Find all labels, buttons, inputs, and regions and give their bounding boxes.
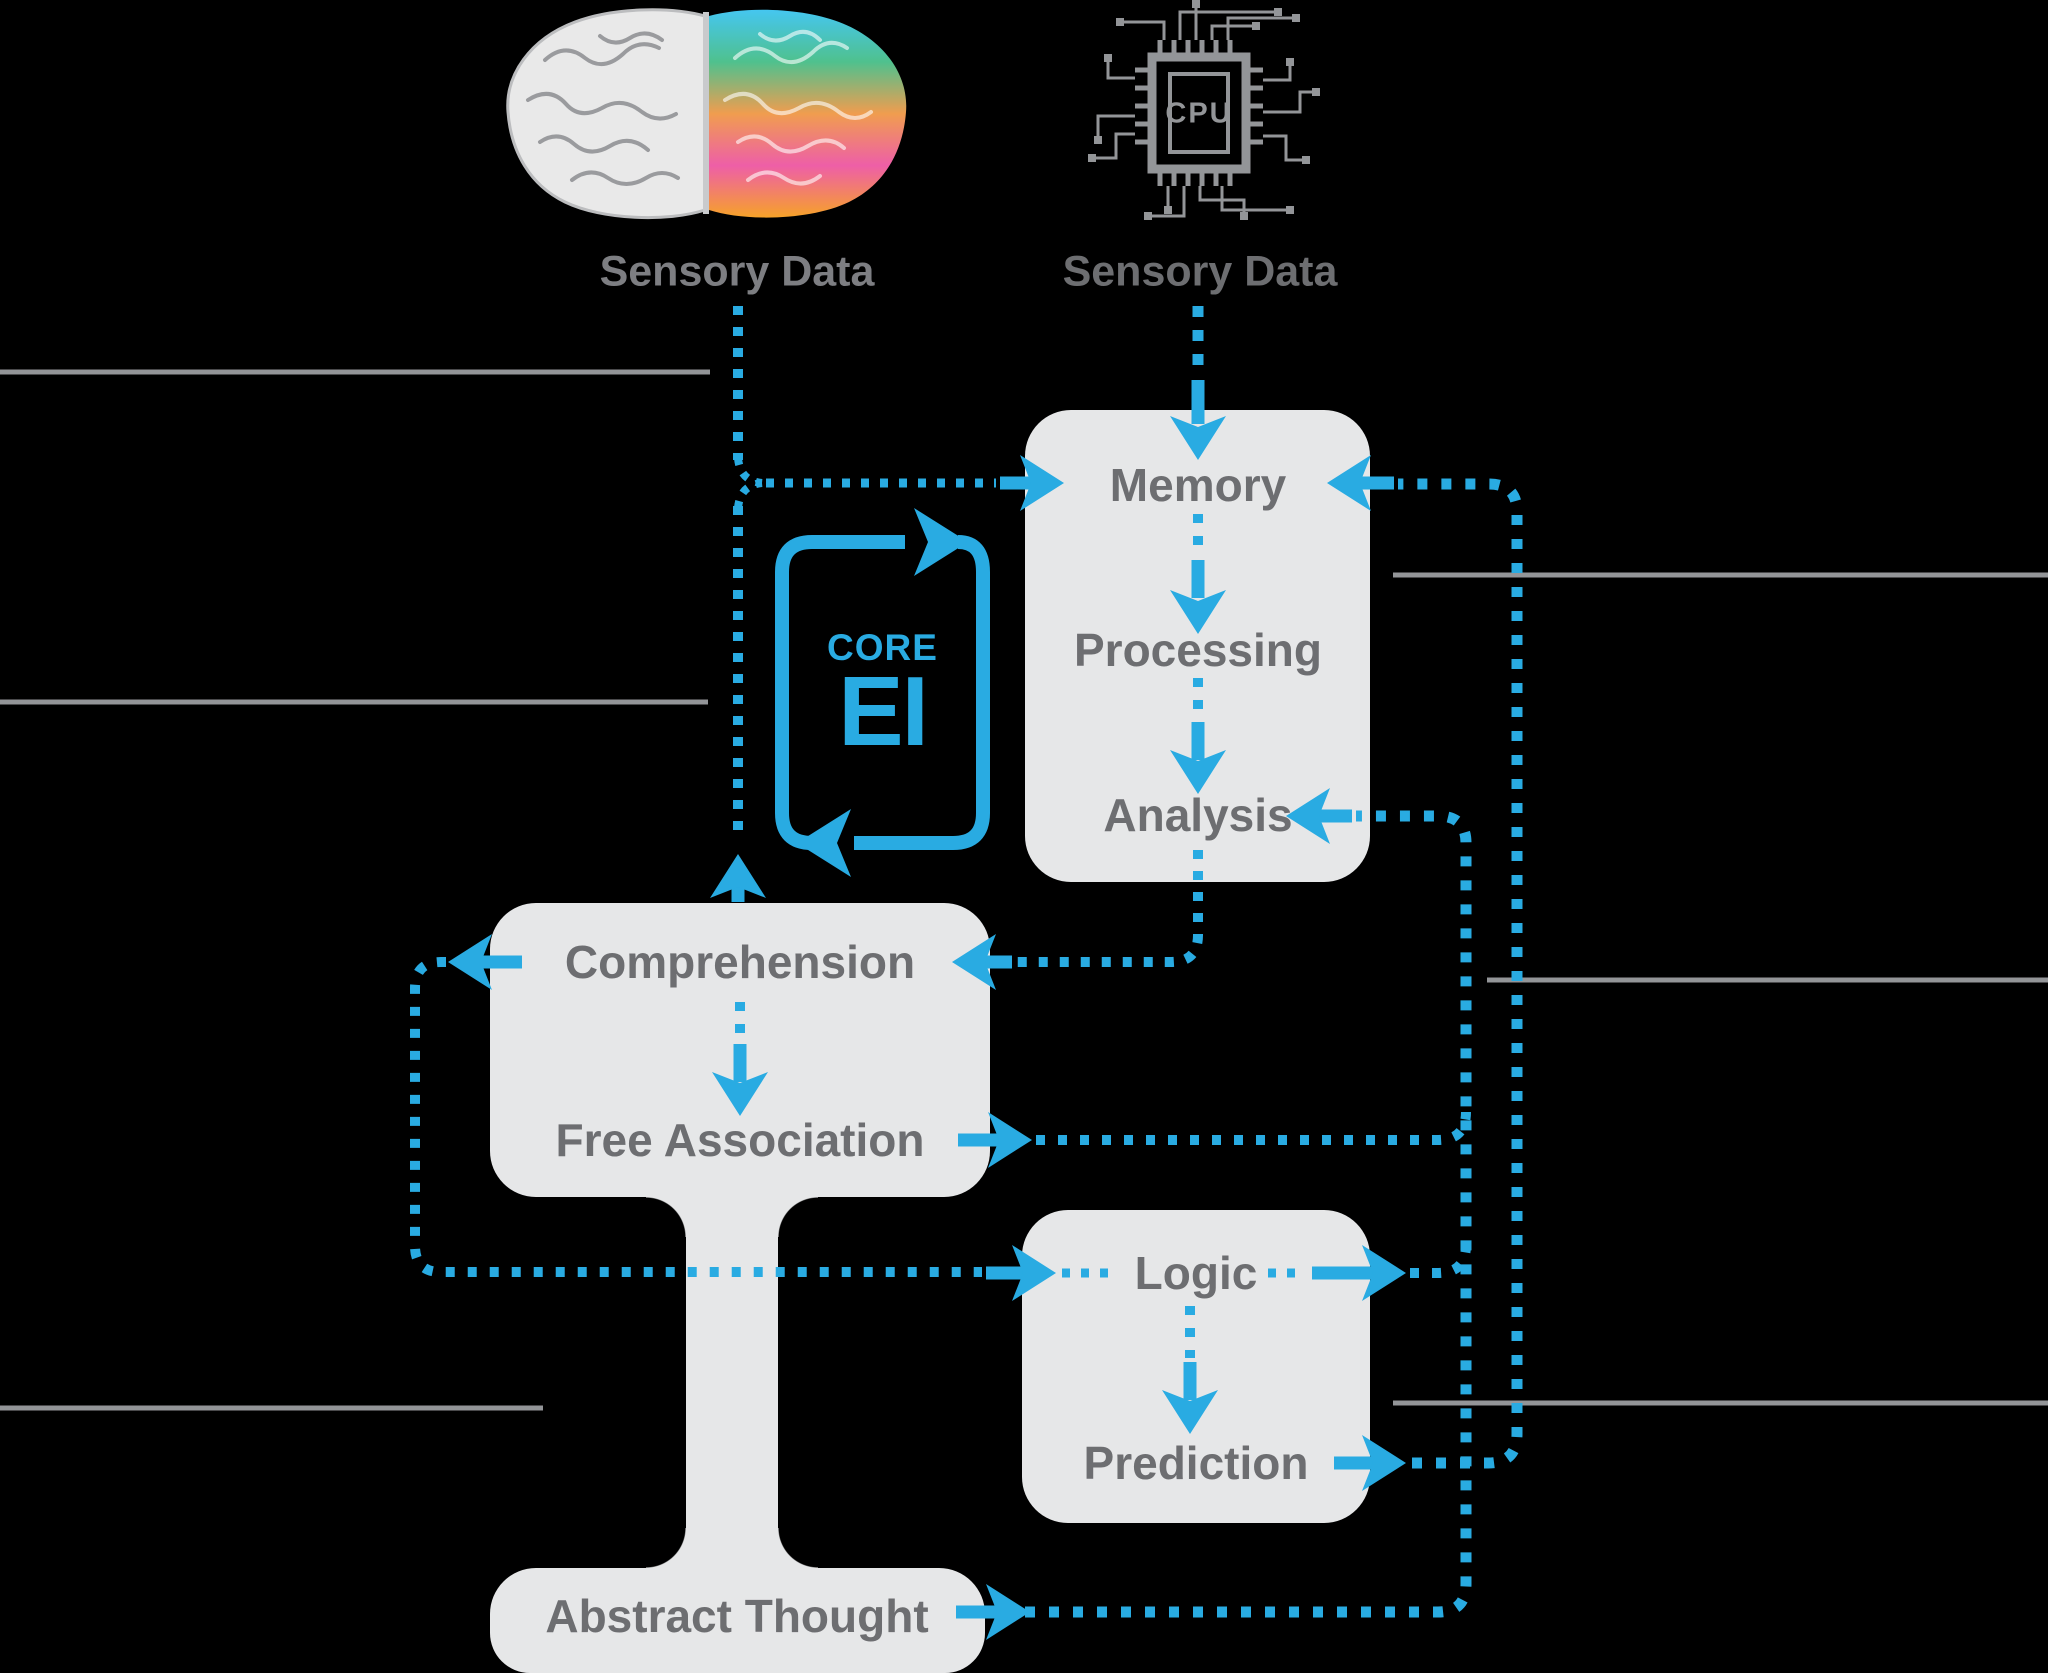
cpu-chip-text: CPU bbox=[1165, 97, 1233, 130]
node-logic: Logic bbox=[1134, 1247, 1258, 1299]
arrow-freeassociation-out-icon bbox=[988, 1112, 1032, 1168]
node-analysis: Analysis bbox=[1103, 789, 1293, 841]
node-comprehension: Comprehension bbox=[564, 936, 916, 988]
abstract-thought-box bbox=[490, 1568, 985, 1673]
arrow-abstract-out-icon bbox=[986, 1584, 1030, 1640]
node-prediction: Prediction bbox=[1083, 1437, 1309, 1489]
node-memory: Memory bbox=[1109, 459, 1287, 511]
node-processing: Processing bbox=[1074, 624, 1322, 676]
node-free-association: Free Association bbox=[555, 1114, 925, 1166]
wire-logic-out bbox=[1410, 1244, 1471, 1278]
node-abstract-thought: Abstract Thought bbox=[545, 1590, 929, 1642]
ei-label: EI bbox=[838, 655, 929, 766]
brain-sensory-label: Sensory Data bbox=[599, 247, 875, 296]
brain-icon bbox=[506, 8, 907, 220]
arrow-comprehension-out-icon bbox=[448, 934, 492, 990]
wire-prediction-to-memory bbox=[1398, 478, 1523, 1469]
arrow-comprehension-up-icon bbox=[710, 854, 766, 898]
cpu-sensory-label: Sensory Data bbox=[1062, 247, 1338, 296]
wire-freeassociation-out bbox=[1036, 1111, 1471, 1145]
connector-pillar bbox=[686, 1190, 778, 1575]
core-ei-label-group: CORE EI bbox=[775, 535, 990, 850]
